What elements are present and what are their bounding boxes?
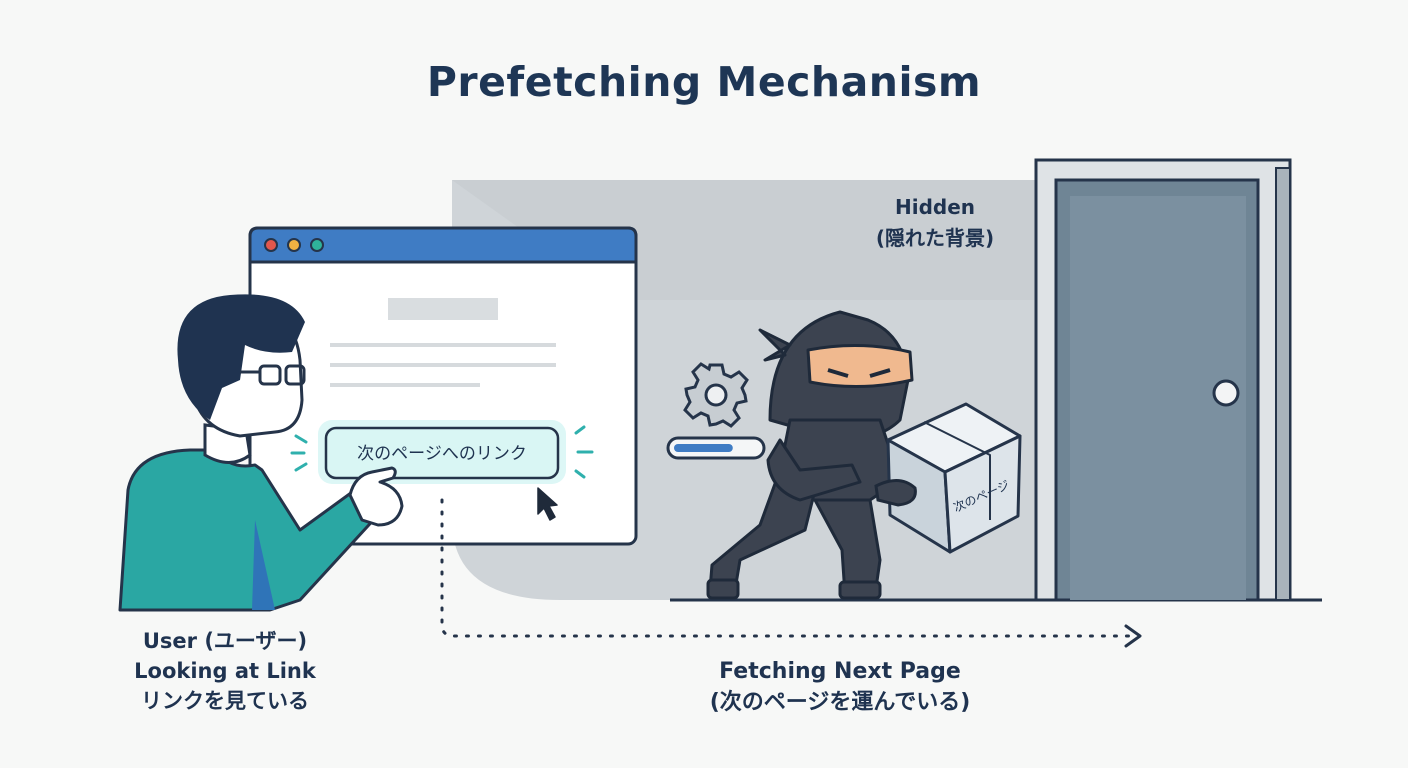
user-label: User (ユーザー) Looking at Link リンクを見ている — [95, 626, 355, 716]
next-page-link-button[interactable]: 次のページへのリンク — [318, 420, 566, 484]
ninja-figure — [706, 310, 914, 600]
fetch-label: Fetching Next Page (次のページを運んでいる) — [630, 656, 1050, 718]
link-glow-rays — [290, 425, 594, 479]
hidden-label-line1: Hidden — [894, 195, 976, 219]
arrow-head — [1124, 624, 1142, 648]
cursor-icon — [537, 487, 558, 521]
progress-bar — [666, 436, 766, 460]
diagram-title: Prefetching Mechanism — [426, 58, 982, 106]
fetch-label-line1: Fetching Next Page — [719, 659, 961, 684]
user-label-line3: リンクを見ている — [141, 689, 309, 713]
package-icon — [886, 402, 1022, 554]
hidden-label: Hidden (隠れた背景) — [835, 192, 1035, 254]
user-label-line1: User (ユーザー) — [142, 629, 308, 653]
dotted-arrow — [440, 498, 1140, 638]
gear-icon — [683, 362, 749, 428]
progress-fill — [674, 444, 733, 452]
link-button-label: 次のページへのリンク — [357, 444, 527, 464]
browser-window — [248, 226, 638, 546]
ninja-hand — [874, 479, 917, 507]
user-figure — [118, 294, 404, 612]
user-label-line2: Looking at Link — [134, 659, 316, 683]
fetch-label-line2: (次のページを運んでいる) — [709, 690, 971, 715]
hidden-label-line2: (隠れた背景) — [875, 226, 995, 250]
door-icon — [1034, 158, 1292, 602]
